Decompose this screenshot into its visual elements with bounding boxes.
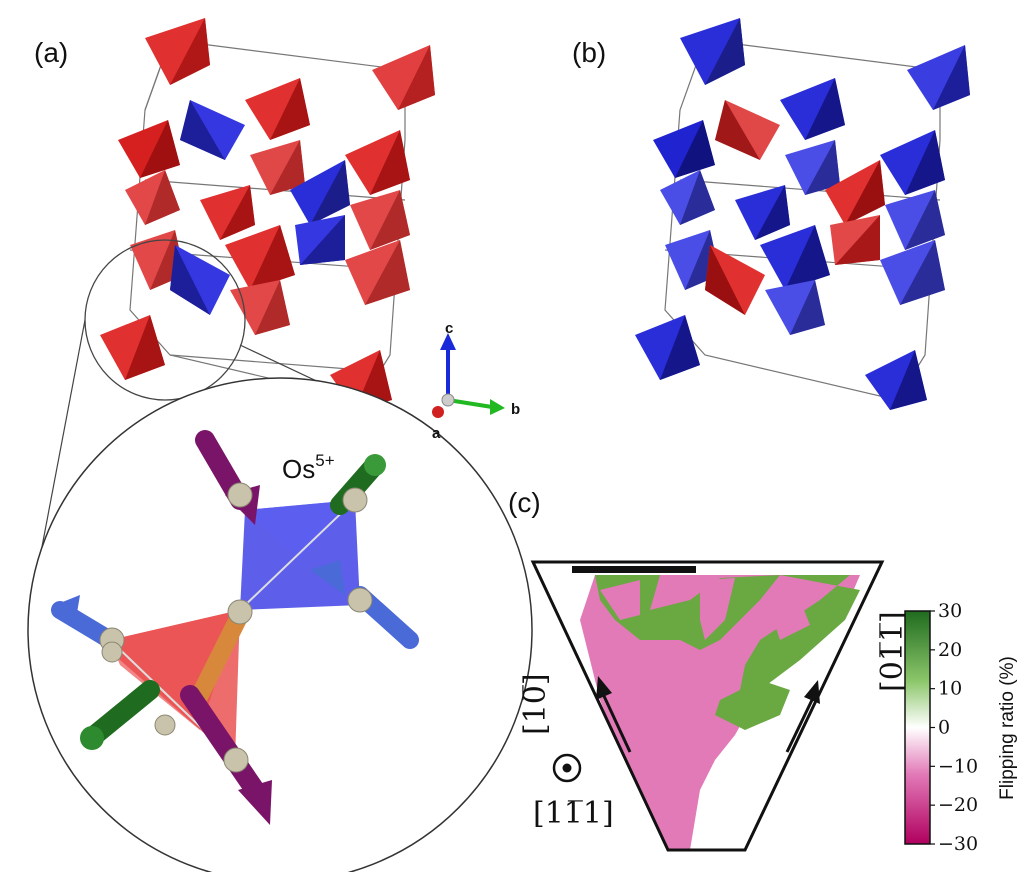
red-tetrahedron [350,190,410,250]
colorbar-tick-label: −10 [938,755,978,777]
colorbar-tick-label: −30 [938,833,978,855]
red-tetrahedron [825,160,885,225]
tetrahedra-b [635,18,970,410]
red-tetrahedron [118,120,180,178]
direction-arrow-right [785,680,820,753]
zoom-inset-circle [27,377,533,872]
blue-tetrahedron [295,215,345,265]
blue-tetrahedron [660,170,715,225]
blue-tetrahedron [785,140,840,195]
colorbar-tick-label: 30 [938,600,962,622]
blue-tetrahedron [885,190,945,250]
os-ion-label: Os5+ [282,451,335,484]
red-tetrahedron [245,78,310,140]
spin-arrow-purple-2 [180,685,272,825]
tetrahedra-a [100,18,435,410]
axes-triad: c b a [432,320,520,442]
axis-a-label: a [432,425,441,442]
red-tetrahedron [125,170,180,225]
blue-tetrahedron [735,185,790,240]
colorbar-tick-label: −20 [938,794,978,816]
blue-tetrahedron [780,78,845,140]
normal-direction-symbol [552,753,582,783]
panel-a-label: (a) [34,37,68,68]
blue-tetrahedron [865,350,927,410]
sample-outline [530,560,885,852]
colorbar-tick-label: 0 [938,717,950,739]
blue-tetrahedron [680,18,745,85]
direction-normal-label: [11̅1] [533,796,614,831]
blue-tetrahedron [653,120,715,178]
panel-b: (b) [572,18,970,410]
blue-tetrahedron [880,130,945,195]
red-tetrahedron [200,185,255,240]
red-tetrahedron [100,315,165,380]
colorbar-gradient [904,610,931,845]
colorbar-tick-label: 20 [938,639,962,661]
red-tetrahedron [345,240,410,305]
red-tetrahedron [830,215,880,265]
direction-left-label: [10̅] [518,673,553,735]
axis-c-label: c [445,320,453,337]
red-tetrahedron [145,18,210,85]
inset-tetrahedra [51,430,419,825]
red-tetrahedron [705,245,765,315]
blue-tetrahedron [907,45,970,110]
red-tetrahedron [230,280,290,335]
blue-tetrahedron [170,245,230,315]
red-tetrahedron [225,225,295,290]
direction-arrow-left [596,676,632,753]
blue-tetrahedron [635,315,700,380]
blue-tetrahedron [290,160,350,225]
colorbar: 30 20 10 0 −10 −20 −30 Flipping ratio (%) [904,600,1018,855]
red-tetrahedron [250,140,305,195]
blue-tetrahedron [180,100,245,160]
axis-b-label: b [511,401,520,418]
red-tetrahedron [715,100,780,160]
panel-b-label: (b) [572,37,606,68]
direction-right-label: [01̅1̅] [875,611,910,692]
blue-tetrahedron [765,280,825,335]
panel-a: (a) [27,18,533,872]
blue-tetrahedron [880,240,945,305]
colorbar-tick-label: 10 [938,678,962,700]
red-tetrahedron [372,45,435,110]
red-tetrahedron [345,130,410,195]
panel-c: (c) [10̅] [01̅1̅] [11̅1] [508,487,1018,855]
panel-c-label: (c) [508,487,541,518]
spin-arrow-orange [191,606,249,704]
colorbar-label: Flipping ratio (%) [997,656,1018,800]
blue-tetrahedron [760,225,830,290]
spin-arrow-green-2 [80,680,160,750]
oxygen-ions [99,482,373,773]
scale-bar [572,566,696,573]
